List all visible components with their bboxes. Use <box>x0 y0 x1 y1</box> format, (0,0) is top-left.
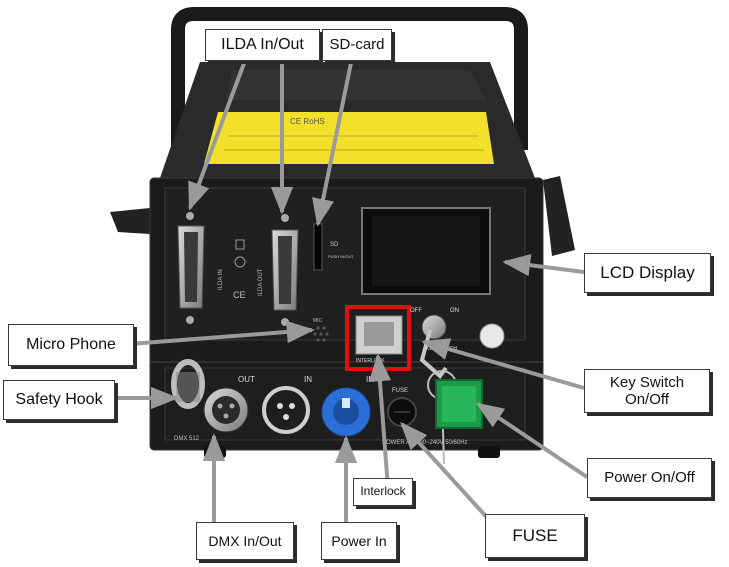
dmx-in-label: IN <box>304 375 312 384</box>
mic-label: MIC <box>313 318 323 324</box>
dmx-out-label: OUT <box>238 375 255 384</box>
dmx-in-connector <box>262 386 310 434</box>
sticker-text: CE RoHS <box>290 117 325 126</box>
power-rating-label: POWER AC 100~240V 50/60Hz <box>382 440 468 446</box>
warning-sticker <box>204 112 494 164</box>
ilda-in-label: ILDA IN <box>218 269 224 290</box>
callout-dmx: DMX In/Out <box>196 522 294 560</box>
callout-micro: Micro Phone <box>8 324 134 366</box>
interlock-port-label: INTERLOCK <box>356 358 385 364</box>
cert-icon <box>234 256 246 268</box>
recycle-icon <box>235 239 245 250</box>
callout-key-switch: Key Switch On/Off <box>584 369 710 413</box>
left-bracket <box>110 208 150 234</box>
pointer-lines <box>112 57 589 536</box>
dmx-out-connector <box>203 387 249 433</box>
power-in-panel-label: IN <box>366 375 374 384</box>
safety-hook <box>171 359 205 409</box>
dmx512-label: DMX 512 <box>174 436 200 442</box>
ilda-in-connector <box>177 212 205 324</box>
microphone-holes <box>313 326 329 342</box>
callout-lcd: LCD Display <box>584 253 711 293</box>
key-switch <box>421 314 447 340</box>
callout-interlock: Interlock <box>353 478 413 506</box>
carry-handle <box>171 7 528 150</box>
callout-ilda: ILDA In/Out <box>205 29 320 61</box>
right-bracket <box>543 176 575 256</box>
power-in-connector <box>321 387 371 437</box>
callout-fuse: FUSE <box>485 514 585 558</box>
ilda-out-label: ILDA OUT <box>258 268 264 296</box>
sd-label: SD <box>330 242 339 248</box>
off-label: OFF <box>410 308 422 314</box>
ce-mark: CE <box>233 290 246 300</box>
callout-power-in: Power In <box>321 522 397 560</box>
control-knob <box>479 323 505 349</box>
fuse-panel-label: FUSE <box>392 388 408 394</box>
on-label: ON <box>450 308 459 314</box>
callout-sdcard: SD-card <box>322 29 392 61</box>
sd-card-slot <box>313 223 323 271</box>
push-label: PUSH IN/OUT <box>328 254 354 259</box>
ilda-out-connector <box>271 214 299 326</box>
callout-power-onoff: Power On/Off <box>587 458 712 498</box>
foot-right <box>478 446 500 458</box>
callout-safety: Safety Hook <box>3 380 115 420</box>
